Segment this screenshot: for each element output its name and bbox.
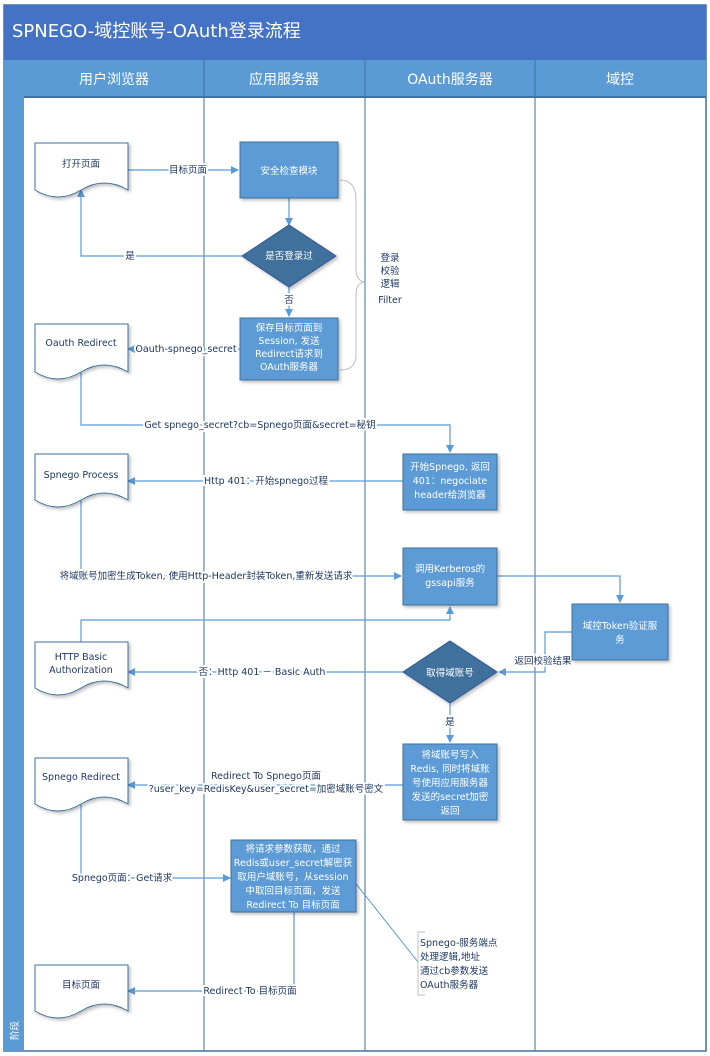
node-write-redis: 将域账号写入 Redis, 同时将域账 号使用应用服务器 发送的secret加密…	[402, 743, 498, 821]
lane-header-app-server: 应用服务器	[249, 71, 319, 88]
edge-label-http401: Http 401：开始spnego过程	[204, 475, 328, 487]
edge-yes-to-open	[77, 189, 242, 257]
svg-text:Session, 发送: Session, 发送	[258, 335, 320, 347]
edge-fetch-to-target	[127, 912, 295, 995]
svg-text:逻辑: 逻辑	[380, 278, 400, 290]
phase-label: 阶段	[9, 1021, 21, 1041]
svg-text:校验: 校验	[380, 265, 400, 277]
edge-label-encrypt-token: 将域账号加密生成Token, 使用Http-Header封装Token,重新发送…	[60, 570, 353, 582]
svg-text:目标页面: 目标页面	[62, 979, 100, 991]
svg-text:Redirect To 目标页面: Redirect To 目标页面	[246, 899, 339, 911]
edge-redirect-to-start-spnego	[80, 372, 454, 453]
edge-label-no: 否	[284, 295, 294, 306]
node-open-page: 打开页面	[34, 142, 129, 198]
node-oauth-redirect: Oauth Redirect	[34, 323, 129, 380]
edges: 目标页面 是 否 Oauth-spnego_secret Get spnego_…	[58, 162, 624, 999]
svg-text:Redirect请求到: Redirect请求到	[255, 348, 323, 360]
edge-label-yes: 是	[125, 251, 135, 262]
node-get-domain-account: 取得域账号	[402, 640, 498, 704]
node-spnego-redirect: Spnego Redirect	[34, 757, 129, 812]
lane-header-domain-controller: 域控	[606, 72, 634, 88]
edge-label-redirect-spnego-2: ?user_key=RedisKey&user_secret=加密域账号密文	[149, 783, 384, 795]
svg-text:域控Token验证服: 域控Token验证服	[583, 620, 658, 632]
node-security-check: 安全检查模块	[239, 141, 339, 199]
svg-text:发送的secret加密: 发送的secret加密	[412, 791, 489, 803]
edge-dc-to-get-account	[498, 631, 572, 676]
svg-text:401：negociate: 401：negociate	[413, 476, 488, 487]
svg-text:开始Spnego, 返回: 开始Spnego, 返回	[410, 461, 490, 473]
svg-text:Redis或user_secret解密获: Redis或user_secret解密获	[234, 857, 353, 869]
title-bar	[4, 5, 706, 60]
svg-text:OAuth服务器: OAuth服务器	[420, 979, 479, 991]
edge-label-no-basic: 否：Http 401 － Basic Auth	[199, 667, 326, 678]
node-http-basic: HTTP Basic Authorization	[34, 641, 129, 696]
lane-header-browser: 用户浏览器	[79, 71, 149, 88]
svg-text:Spnego-服务端点: Spnego-服务端点	[420, 937, 498, 949]
svg-text:将请求参数获取，通过: 将请求参数获取，通过	[245, 843, 341, 855]
svg-text:将域账号写入: 将域账号写入	[421, 749, 479, 761]
node-call-kerberos: 调用Kerberos的 gssapi服务	[402, 547, 498, 606]
svg-text:打开页面: 打开页面	[62, 158, 100, 170]
svg-text:取用户域账号，从session: 取用户域账号，从session	[237, 871, 348, 883]
edge-kerberos-to-dc	[497, 575, 624, 603]
edge-label-get-spnego: Get spnego_secret?cb=Spnego页面&secret=秘钥	[144, 419, 375, 431]
spnego-endpoint-note: Spnego-服务端点 处理逻辑,地址 通过cb参数发送 OAuth服务器	[417, 931, 498, 996]
node-save-target: 保存目标页面到 Session, 发送 Redirect请求到 OAuth服务器	[239, 317, 339, 381]
svg-text:Spnego Redirect: Spnego Redirect	[42, 772, 120, 783]
edge-label-redirect-spnego-1: Redirect To Spnego页面	[211, 771, 321, 782]
svg-text:处理逻辑,地址: 处理逻辑,地址	[420, 951, 481, 963]
node-target-page: 目标页面	[34, 964, 129, 1019]
svg-text:号使用应用服务器: 号使用应用服务器	[412, 777, 489, 789]
svg-text:保存目标页面到: 保存目标页面到	[256, 322, 323, 334]
lane-header-oauth-server: OAuth服务器	[407, 72, 493, 88]
svg-text:安全检查模块: 安全检查模块	[260, 165, 318, 177]
edge-label-spnego-get: Spnego页面：Get请求	[72, 872, 173, 884]
svg-text:调用Kerberos的: 调用Kerberos的	[415, 563, 485, 575]
edge-label-target-page: 目标页面	[169, 164, 207, 176]
edge-label-return-verify: 返回校验结果	[514, 655, 572, 667]
diagram-title: SPNEGO-域控账号-OAuth登录流程	[12, 21, 301, 42]
lane-dividers	[203, 60, 536, 1051]
svg-text:中取回目标页面，发送: 中取回目标页面，发送	[245, 885, 341, 897]
svg-text:header给浏览器: header给浏览器	[414, 489, 486, 501]
svg-text:是否登录过: 是否登录过	[265, 250, 313, 262]
edge-basic-to-kerberos	[80, 606, 454, 642]
phase-column	[4, 60, 24, 1051]
svg-text:Authorization: Authorization	[49, 665, 113, 676]
login-filter-brace	[339, 179, 365, 371]
node-is-logged-in: 是否登录过	[241, 224, 337, 288]
login-filter-annotation: 登录 校验 逻辑 Filter	[378, 253, 402, 306]
edge-process-to-kerberos	[80, 500, 402, 580]
svg-text:务: 务	[615, 634, 625, 646]
svg-text:取得域账号: 取得域账号	[426, 667, 474, 679]
edge-label-redirect-target: Redirect To 目标页面	[203, 985, 296, 997]
node-start-spnego: 开始Spnego, 返回 401：negociate header给浏览器	[402, 453, 498, 511]
svg-text:gssapi服务: gssapi服务	[425, 577, 475, 589]
svg-text:HTTP Basic: HTTP Basic	[55, 652, 107, 663]
svg-text:Oauth Redirect: Oauth Redirect	[45, 338, 117, 349]
svg-text:Redis, 同时将域账: Redis, 同时将域账	[410, 763, 490, 775]
edge-label-oauth-secret: Oauth-spnego_secret	[135, 344, 236, 355]
node-spnego-process: Spnego Process	[34, 453, 129, 508]
svg-text:OAuth服务器: OAuth服务器	[260, 361, 319, 373]
note-connector	[352, 879, 419, 963]
edge-redirect-to-fetch	[80, 804, 231, 882]
node-fetch-params: 将请求参数获取，通过 Redis或user_secret解密获 取用户域账号，从…	[230, 839, 357, 913]
svg-text:Spnego Process: Spnego Process	[44, 470, 119, 481]
edge-label-yes2: 是	[445, 717, 455, 728]
node-dc-token-verify: 域控Token验证服 务	[571, 603, 669, 661]
svg-text:返回: 返回	[440, 805, 459, 817]
svg-text:通过cb参数发送: 通过cb参数发送	[420, 965, 489, 977]
svg-text:Filter: Filter	[378, 295, 402, 306]
lane-headers: 用户浏览器 应用服务器 OAuth服务器 域控	[79, 71, 634, 88]
svg-text:登录: 登录	[380, 253, 400, 264]
